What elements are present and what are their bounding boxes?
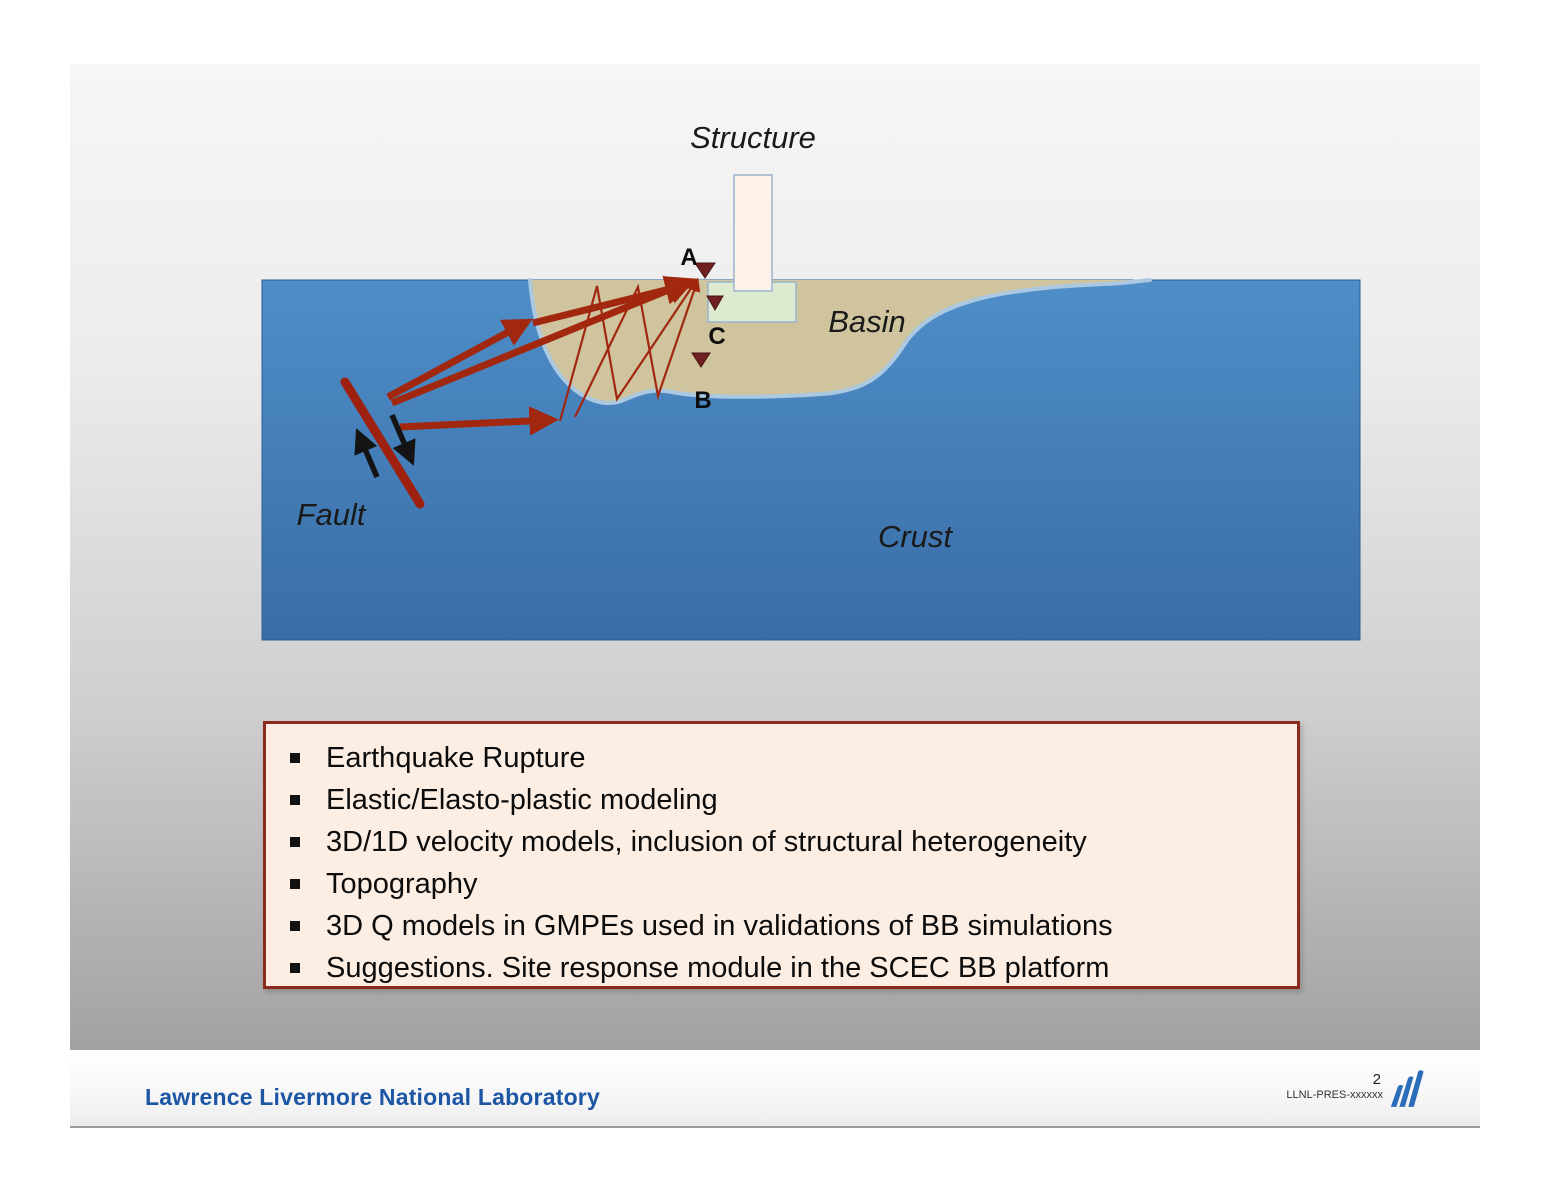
footer-meta: 2 LLNL-PRES-xxxxxx bbox=[1286, 1070, 1383, 1102]
bullet-text: Elastic/Elasto-plastic modeling bbox=[326, 783, 718, 816]
station-marker-a bbox=[694, 262, 716, 279]
bullet-marker bbox=[290, 879, 300, 889]
page-number: 2 bbox=[1372, 1071, 1381, 1088]
basin-outline bbox=[528, 278, 1152, 406]
ray-fault-to-basin-bottom bbox=[399, 406, 559, 436]
document-id: LLNL-PRES-xxxxxx bbox=[1286, 1089, 1383, 1101]
bullet-marker bbox=[290, 753, 300, 763]
earthquake-diagram: Structure Basin Crust Fault A C B bbox=[261, 120, 1361, 641]
bullet-text: 3D/1D velocity models, inclusion of stru… bbox=[326, 825, 1087, 858]
station-a-label: A bbox=[680, 244, 697, 271]
station-b-label: B bbox=[694, 387, 711, 414]
structure-building bbox=[733, 174, 773, 292]
key-points-box: Earthquake Rupture Elastic/Elasto-plasti… bbox=[263, 721, 1300, 989]
organization-name: Lawrence Livermore National Laboratory bbox=[145, 1084, 600, 1110]
bullet-marker bbox=[290, 963, 300, 973]
fault-label: Fault bbox=[297, 497, 367, 532]
ray-fault-to-station-a bbox=[390, 276, 697, 407]
slide-footer: Lawrence Livermore National Laboratory 2… bbox=[70, 1056, 1480, 1128]
crust-label: Crust bbox=[878, 519, 953, 554]
bullet-marker bbox=[290, 795, 300, 805]
ray-reflection-2 bbox=[574, 278, 701, 418]
station-marker-b bbox=[691, 352, 711, 368]
structure-label: Structure bbox=[690, 120, 816, 155]
fault-line bbox=[340, 377, 425, 509]
bullet-text: Topography bbox=[326, 867, 478, 900]
fault-slip-arrow-left bbox=[354, 428, 380, 479]
ray-fault-to-surface bbox=[386, 318, 533, 401]
bullet-text: 3D Q models in GMPEs used in validations… bbox=[326, 909, 1113, 942]
ray-surface-bounce-to-a bbox=[532, 275, 695, 327]
bullet-marker bbox=[290, 837, 300, 847]
station-marker-c bbox=[706, 295, 724, 312]
basin-label: Basin bbox=[828, 304, 906, 339]
station-c-label: C bbox=[708, 323, 725, 350]
basin-body bbox=[530, 280, 1150, 404]
slide-canvas: Structure Basin Crust Fault A C B Earthq… bbox=[70, 64, 1480, 1050]
llnl-logo-icon bbox=[1390, 1070, 1424, 1107]
bullet-marker bbox=[290, 921, 300, 931]
bullet-text: Suggestions. Site response module in the… bbox=[326, 951, 1110, 984]
footer-right-block: 2 LLNL-PRES-xxxxxx bbox=[1286, 1070, 1424, 1108]
list-item: Topography bbox=[288, 863, 1287, 905]
bullet-text: Earthquake Rupture bbox=[326, 741, 586, 774]
ray-reflection-1 bbox=[558, 277, 699, 422]
list-item: Suggestions. Site response module in the… bbox=[288, 947, 1287, 989]
list-item: Elastic/Elasto-plastic modeling bbox=[288, 779, 1287, 821]
fault-slip-arrow-right bbox=[389, 413, 416, 466]
list-item: Earthquake Rupture bbox=[288, 737, 1287, 779]
list-item: 3D Q models in GMPEs used in validations… bbox=[288, 905, 1287, 947]
list-item: 3D/1D velocity models, inclusion of stru… bbox=[288, 821, 1287, 863]
